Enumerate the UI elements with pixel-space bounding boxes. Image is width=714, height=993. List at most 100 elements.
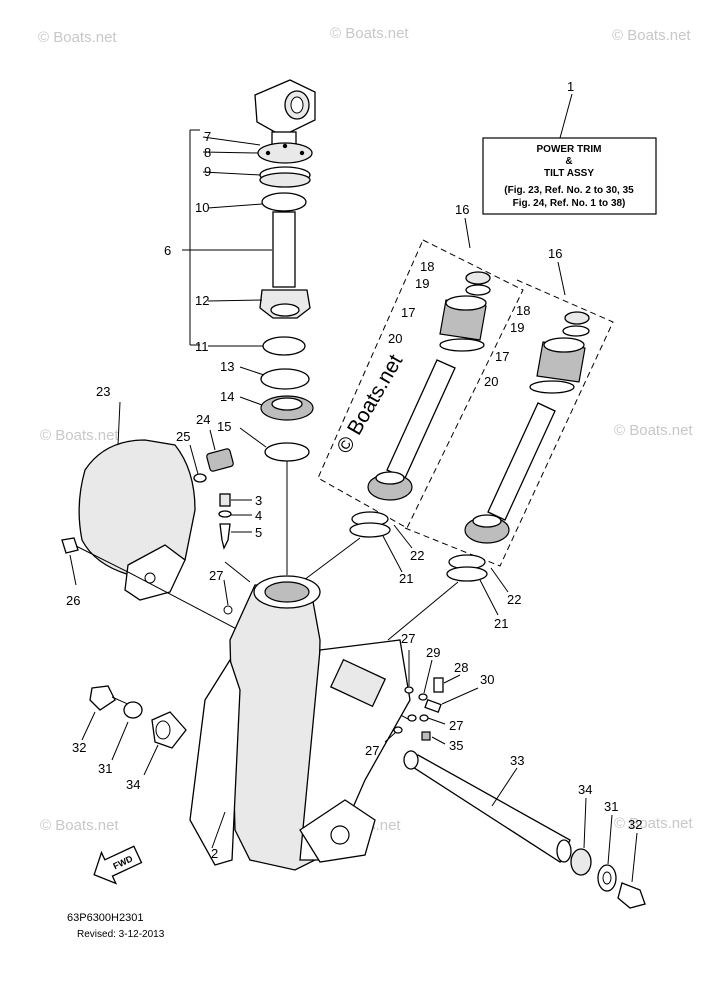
callout-25: 25 bbox=[176, 429, 190, 444]
callout-33: 33 bbox=[510, 753, 524, 768]
washer-31a bbox=[123, 701, 143, 719]
o-ring-27 bbox=[223, 605, 233, 615]
valve-group-right bbox=[387, 261, 614, 641]
callout-18-left: 18 bbox=[420, 259, 434, 274]
o-ring-11 bbox=[262, 336, 306, 356]
callout-6: 6 bbox=[164, 243, 171, 258]
callout-27-c: 27 bbox=[449, 718, 463, 733]
callout-1: 1 bbox=[567, 79, 574, 94]
tilt-tube-group bbox=[81, 685, 646, 909]
watermark: © Boats.net bbox=[40, 817, 119, 834]
callout-32-left: 32 bbox=[72, 740, 86, 755]
callout-10: 10 bbox=[195, 200, 209, 215]
o-ring-4 bbox=[218, 510, 232, 518]
revision-date: Revised: 3-12-2013 bbox=[77, 929, 165, 940]
leader-line bbox=[559, 93, 573, 139]
manifold-small-parts bbox=[384, 650, 479, 745]
o-ring-25 bbox=[193, 473, 207, 483]
callout-20-right: 20 bbox=[484, 374, 498, 389]
cylinder-body bbox=[189, 561, 411, 871]
callout-14: 14 bbox=[220, 389, 234, 404]
cap-18 bbox=[465, 271, 491, 285]
callout-16-left: 16 bbox=[455, 202, 469, 217]
callout-17-left: 17 bbox=[401, 305, 415, 320]
watermark: © Boats.net bbox=[614, 422, 693, 439]
info-box-frame bbox=[482, 137, 657, 215]
callout-12: 12 bbox=[195, 293, 209, 308]
fwd-arrow: FWD bbox=[93, 845, 143, 885]
callout-30: 30 bbox=[480, 672, 494, 687]
valve-group-left bbox=[299, 217, 524, 584]
callout-22-left: 22 bbox=[410, 548, 424, 563]
pin-28 bbox=[433, 677, 444, 693]
ring-21b bbox=[446, 566, 488, 582]
callout-24: 24 bbox=[196, 412, 210, 427]
callout-28: 28 bbox=[454, 660, 468, 675]
piston-rod bbox=[272, 211, 296, 288]
tilt-rod-assembly bbox=[182, 79, 316, 575]
callout-21-right: 21 bbox=[494, 616, 508, 631]
callout-19-left: 19 bbox=[415, 276, 429, 291]
bolt-32b bbox=[617, 882, 646, 909]
dashed-frame-right bbox=[404, 279, 614, 567]
manifold-port bbox=[329, 658, 387, 708]
bolt-32a bbox=[89, 685, 116, 711]
o-ring-10 bbox=[261, 192, 307, 212]
callout-3: 3 bbox=[255, 493, 262, 508]
callout-4: 4 bbox=[255, 508, 262, 523]
o-ring-20 bbox=[439, 338, 485, 352]
watermark-main: © Boats.net bbox=[332, 351, 407, 458]
callout-27-d: 27 bbox=[365, 743, 379, 758]
watermark: © Boats.net bbox=[614, 815, 693, 832]
watermark: © Boats.net bbox=[330, 25, 409, 42]
diagram-code: 63P6300H2301 bbox=[67, 912, 143, 924]
valve-5 bbox=[219, 523, 231, 550]
callout-32-right: 32 bbox=[628, 817, 642, 832]
fwd-arrow-icon bbox=[93, 845, 143, 885]
plug-3 bbox=[219, 493, 231, 507]
callout-27-b: 27 bbox=[401, 631, 415, 646]
filter-24 bbox=[206, 448, 234, 472]
callout-27-a: 27 bbox=[209, 568, 223, 583]
callout-21-left: 21 bbox=[399, 571, 413, 586]
callout-34-left: 34 bbox=[126, 777, 140, 792]
bracket-body-left bbox=[189, 658, 241, 866]
pin-30 bbox=[424, 699, 442, 713]
dashed-frame-left bbox=[317, 239, 524, 529]
tilt-tube-33 bbox=[403, 754, 571, 863]
box-line-5: Fig. 24, Ref. No. 1 to 38) bbox=[513, 198, 626, 209]
reservoir-cover bbox=[78, 401, 196, 601]
callout-23: 23 bbox=[96, 384, 110, 399]
callout-18-right: 18 bbox=[516, 303, 530, 318]
footer: 63P6300H2301 Revised: 3-12-2013 bbox=[67, 912, 165, 940]
info-box: 1 POWER TRIM & TILT ASSY (Fig. 23, Ref. … bbox=[482, 79, 657, 215]
watermark: © Boats.net bbox=[40, 427, 119, 444]
callout-35: 35 bbox=[449, 738, 463, 753]
cover-flange bbox=[124, 544, 186, 601]
box-line-2: & bbox=[565, 156, 572, 167]
callout-9: 9 bbox=[204, 164, 211, 179]
callout-17-right: 17 bbox=[495, 349, 509, 364]
o-ring-20b bbox=[529, 380, 575, 394]
watermark: © Boats.net bbox=[612, 27, 691, 44]
box-line-4: (Fig. 23, Ref. No. 2 to 30, 35 bbox=[504, 185, 634, 196]
box-line-3: TILT ASSY bbox=[544, 168, 594, 179]
box-line-1: POWER TRIM bbox=[537, 144, 602, 155]
callout-20-left: 20 bbox=[388, 331, 402, 346]
callout-19-right: 19 bbox=[510, 320, 524, 335]
valve-pipe-right bbox=[487, 402, 556, 521]
cap-18b bbox=[564, 311, 590, 325]
callout-34-right: 34 bbox=[578, 782, 592, 797]
cover-23 bbox=[78, 439, 196, 576]
callout-13: 13 bbox=[220, 359, 234, 374]
manifold-block bbox=[299, 639, 411, 861]
callout-5: 5 bbox=[255, 525, 262, 540]
callout-labels: 7 8 9 10 6 12 11 13 14 15 16 16 18 19 17… bbox=[66, 129, 642, 861]
o-ring-19 bbox=[465, 284, 491, 296]
callout-26: 26 bbox=[66, 593, 80, 608]
ring-21a bbox=[349, 522, 391, 538]
bolt-26-head bbox=[61, 537, 79, 554]
callout-11: 11 bbox=[195, 339, 209, 354]
